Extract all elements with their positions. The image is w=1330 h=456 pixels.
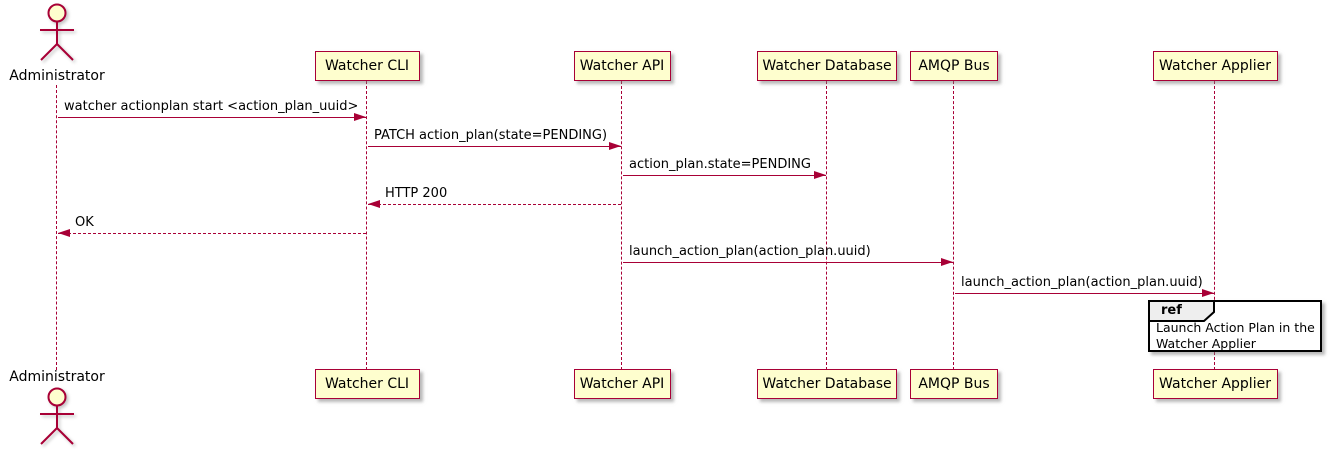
actor-icon [40, 387, 74, 445]
lifeline-watcher-cli [366, 81, 367, 370]
message-label-3: action_plan.state=PENDING [629, 157, 811, 172]
participant-amqp-bus-top: AMQP Bus [910, 51, 998, 81]
participant-watcher-applier-top: Watcher Applier [1152, 51, 1278, 81]
message-arrowhead-3 [814, 171, 826, 179]
lifeline-amqp-bus [953, 81, 954, 370]
message-line-6 [623, 262, 953, 263]
participant-amqp-bus-bottom: AMQP Bus [910, 369, 998, 399]
message-line-4 [368, 204, 621, 205]
actor-figure-top [27, 2, 87, 62]
lifeline-watcher-database [826, 81, 827, 370]
participant-watcher-database-bottom: Watcher Database [757, 369, 897, 399]
lifeline-watcher-api [621, 81, 622, 370]
ref-header-pentagon [1148, 300, 1215, 322]
message-label-7: launch_action_plan(action_plan.uuid) [961, 275, 1203, 290]
participant-watcher-cli-bottom: Watcher CLI [314, 369, 420, 399]
message-line-2 [368, 146, 621, 147]
message-line-3 [623, 175, 826, 176]
message-arrowhead-6 [941, 258, 953, 266]
message-arrowhead-1 [354, 113, 366, 121]
message-label-2: PATCH action_plan(state=PENDING) [374, 128, 608, 143]
message-label-1: watcher actionplan start <action_plan_uu… [64, 99, 359, 114]
message-label-4: HTTP 200 [385, 186, 448, 201]
actor-label-top: Administrator [9, 68, 105, 84]
message-line-7 [955, 293, 1214, 294]
ref-text-line-2: Watcher Applier [1156, 336, 1256, 351]
message-line-5 [58, 233, 366, 234]
lifeline-watcher-applier [1214, 81, 1215, 370]
message-label-5: OK [75, 215, 94, 230]
message-arrowhead-5 [58, 229, 70, 237]
message-arrowhead-2 [609, 142, 621, 150]
actor-figure-bottom [27, 386, 87, 446]
ref-keyword: ref [1161, 303, 1182, 318]
participant-watcher-api-top: Watcher API [573, 51, 671, 81]
participant-watcher-database-top: Watcher Database [757, 51, 897, 81]
ref-text-line-1: Launch Action Plan in the [1156, 320, 1315, 335]
participant-watcher-cli-top: Watcher CLI [314, 51, 420, 81]
participant-watcher-api-bottom: Watcher API [573, 369, 671, 399]
message-line-1 [58, 117, 366, 118]
actor-label-bottom: Administrator [9, 369, 105, 385]
participant-watcher-applier-bottom: Watcher Applier [1152, 369, 1278, 399]
message-arrowhead-4 [368, 200, 380, 208]
message-arrowhead-7 [1202, 289, 1214, 297]
message-label-6: launch_action_plan(action_plan.uuid) [629, 244, 871, 259]
lifeline-administrator [56, 85, 57, 370]
actor-icon [40, 3, 74, 61]
